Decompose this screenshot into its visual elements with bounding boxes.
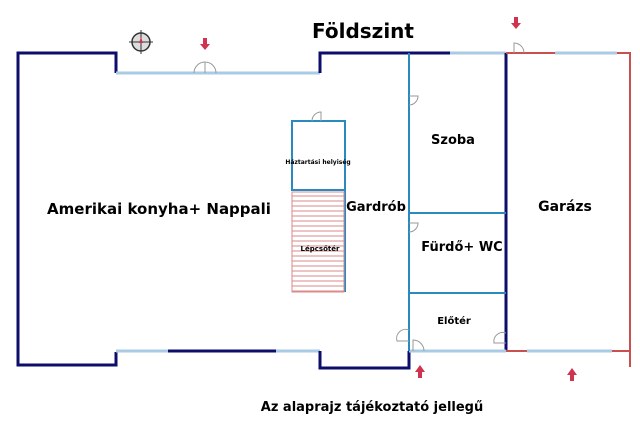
room-label-garage: Garázs bbox=[538, 199, 592, 215]
room-label-hall: Előtér bbox=[437, 315, 471, 327]
arrow-down-icon bbox=[200, 38, 210, 50]
room-label-utility: Háztartási helyiség bbox=[285, 159, 350, 166]
footnote: Az alaprajz tájékoztató jellegű bbox=[261, 400, 483, 415]
arrow-up-icon bbox=[415, 365, 425, 378]
arrow-up-icon bbox=[567, 368, 577, 381]
compass-icon bbox=[129, 30, 153, 54]
entrance-arrows bbox=[200, 17, 577, 381]
plan-title: Földszint bbox=[312, 19, 414, 43]
exterior-walls bbox=[16, 51, 631, 370]
room-label-wardrobe: Gardrób bbox=[346, 200, 406, 215]
room-label-living: Amerikai konyha+ Nappali bbox=[47, 200, 271, 218]
inner-walls bbox=[291, 53, 506, 351]
room-label-room: Szoba bbox=[431, 133, 475, 148]
room-label-stairs: Lépcsőtér bbox=[301, 244, 340, 253]
arrow-down-icon bbox=[511, 17, 521, 29]
doors bbox=[193, 42, 525, 352]
staircase bbox=[291, 191, 345, 293]
room-label-bathroom: Fürdő+ WC bbox=[421, 240, 502, 255]
